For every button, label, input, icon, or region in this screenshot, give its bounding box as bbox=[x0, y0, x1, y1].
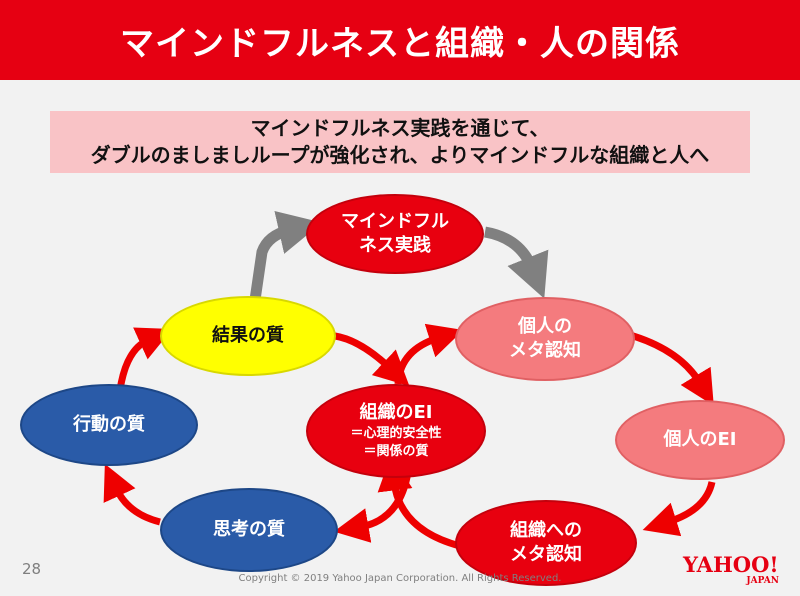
yahoo-japan-logo: YAHOO! JAPAN bbox=[683, 554, 783, 590]
arrow-action-to-result bbox=[116, 327, 173, 391]
logo-subtext: JAPAN bbox=[746, 576, 779, 586]
node-org-ei: 組織のEI ＝心理的安全性 ＝関係の質 bbox=[306, 384, 486, 478]
arrow-org-meta-to-org-ei bbox=[377, 455, 461, 550]
node-individual-meta-label: 個人の メタ認知 bbox=[509, 316, 581, 361]
node-result-label: 結果の質 bbox=[212, 325, 284, 346]
arrow-thinking-to-action bbox=[103, 463, 161, 526]
node-thinking-label: 思考の質 bbox=[213, 519, 285, 540]
arrow-individual-meta-to-individual-ei bbox=[628, 331, 714, 406]
node-individual-meta: 個人の メタ認知 bbox=[455, 297, 635, 381]
node-org-ei-label: 組織のEI bbox=[359, 402, 433, 423]
arrow-individual-ei-to-org-meta bbox=[642, 481, 716, 537]
node-result-quality: 結果の質 bbox=[160, 296, 336, 376]
arrow-org-ei-to-individual-meta bbox=[394, 323, 464, 385]
node-org-meta: 組織への メタ認知 bbox=[455, 500, 637, 586]
node-org-meta-label: 組織への メタ認知 bbox=[510, 520, 582, 565]
arrow-org-ei-to-thinking bbox=[333, 471, 412, 543]
page-number: 28 bbox=[22, 560, 42, 578]
node-individual-ei-label: 個人のEI bbox=[663, 429, 737, 450]
slide-title: マインドフルネスと組織・人の関係 bbox=[0, 0, 800, 80]
node-action-quality: 行動の質 bbox=[20, 384, 198, 466]
node-individual-ei: 個人のEI bbox=[615, 400, 785, 480]
copyright-text: Copyright © 2019 Yahoo Japan Corporation… bbox=[238, 573, 562, 584]
node-mindfulness-practice: マインドフル ネス実践 bbox=[306, 194, 484, 274]
arrow-result-to-mindfulness bbox=[249, 210, 323, 301]
node-thinking-quality: 思考の質 bbox=[160, 488, 338, 572]
node-mindfulness-label: マインドフル ネス実践 bbox=[341, 211, 449, 256]
subtitle-line-1: マインドフルネス実践を通じて、 bbox=[250, 116, 550, 140]
logo-text: YAHOO! bbox=[683, 552, 779, 577]
arrow-mindfulness-to-individual-meta bbox=[483, 226, 549, 299]
node-org-ei-sub: ＝心理的安全性 ＝関係の質 bbox=[350, 426, 442, 459]
subtitle-line-2: ダブルのましましループが強化され、よりマインドフルな組織と人へ bbox=[90, 143, 710, 167]
subtitle-box: マインドフルネス実践を通じて、 ダブルのましましループが強化され、よりマインドフ… bbox=[50, 111, 750, 173]
arrow-result-to-org-ei bbox=[334, 332, 410, 387]
node-action-label: 行動の質 bbox=[73, 414, 145, 435]
